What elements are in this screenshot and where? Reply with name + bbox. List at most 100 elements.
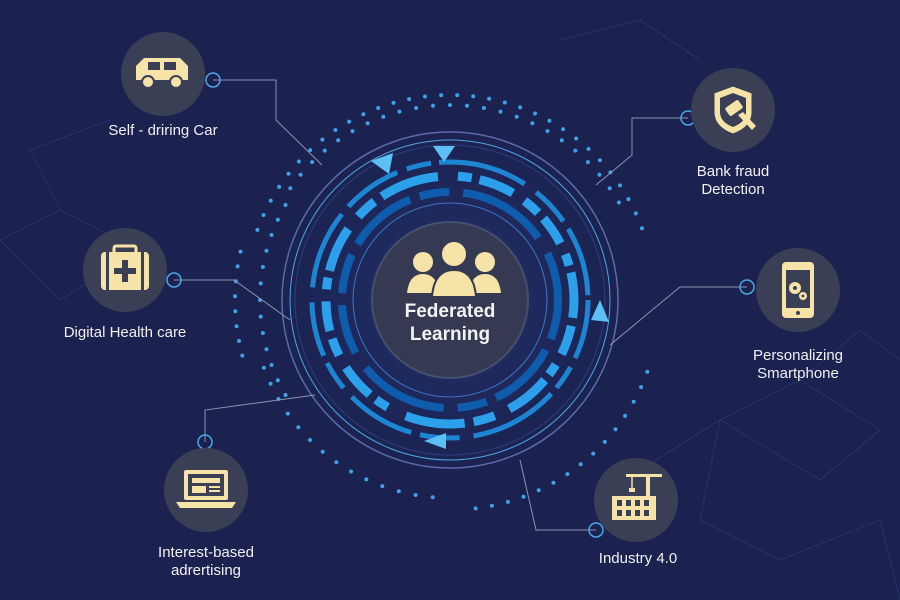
arc-dot <box>396 489 401 494</box>
arc-dot <box>439 93 444 98</box>
arc-dot <box>296 425 301 430</box>
arc-dot <box>639 385 644 390</box>
arc-dot <box>334 460 339 465</box>
arc-dot <box>473 506 478 511</box>
arc-dot <box>536 488 541 493</box>
arc-dot <box>616 200 621 205</box>
shield-fraud-icon <box>713 85 756 135</box>
arc-dot <box>397 109 402 114</box>
arc-dot <box>286 171 291 176</box>
arrow-markers <box>371 146 609 449</box>
arc-dot <box>591 451 596 456</box>
arc-dot <box>264 347 269 352</box>
arc-dot <box>269 363 274 367</box>
label-digital-health: Digital Health care <box>45 324 205 342</box>
arc-dot <box>261 365 266 370</box>
arc-dot <box>471 94 476 99</box>
arc-dot <box>391 100 396 105</box>
connector-health <box>174 279 291 321</box>
connector-bank <box>595 117 688 186</box>
factory-crane-icon <box>612 474 662 520</box>
arc-dot <box>455 93 460 98</box>
arc-dot <box>521 494 526 499</box>
arc-dot <box>233 294 237 299</box>
arrow-top-left-icon <box>371 153 393 174</box>
arc-dot <box>233 309 238 314</box>
label-ads-line-2: adrertising <box>170 562 242 579</box>
arc-dot <box>498 109 503 114</box>
arc-dot <box>547 118 552 123</box>
arc-dot <box>365 121 370 126</box>
arc-dot <box>275 378 280 383</box>
label-health-line-1: Digital Health care <box>63 324 187 341</box>
label-bank-line-2: Detection <box>701 181 765 198</box>
arc-dot <box>322 148 327 153</box>
connector-ads <box>204 394 316 442</box>
arc-dot <box>264 248 269 253</box>
arc-dot <box>578 462 583 467</box>
arc-dot <box>283 203 288 207</box>
connector-car <box>213 79 323 166</box>
people-group-icon <box>407 240 501 298</box>
arc-dot <box>381 114 386 119</box>
arc-dot <box>561 127 566 132</box>
arc-dot <box>347 119 352 124</box>
center-title-line-1: Federated <box>404 301 496 322</box>
arc-dot <box>260 331 265 335</box>
segmented-ring-outer <box>309 159 591 441</box>
arc-dot <box>597 158 602 163</box>
arc-dot <box>285 411 290 416</box>
dotted-arcs <box>233 93 650 511</box>
arc-dot <box>308 148 313 153</box>
arc-dot <box>234 324 239 329</box>
arc-dot <box>268 198 273 203</box>
arc-dot <box>310 160 315 165</box>
arc-dot <box>585 160 590 165</box>
arc-dot <box>380 484 385 489</box>
arrow-bottom-icon <box>424 433 446 449</box>
label-personalizing-smartphone: Personalizing Smartphone <box>736 347 860 383</box>
arc-dot <box>336 138 341 143</box>
arc-dot <box>565 472 570 477</box>
arc-dot <box>505 499 510 504</box>
arrow-top-icon <box>433 146 455 162</box>
arc-dot <box>361 112 366 117</box>
arc-dot <box>349 469 353 474</box>
arc-dot <box>586 146 591 151</box>
medical-kit-icon <box>101 244 149 290</box>
arc-dot <box>260 265 265 269</box>
label-self-driving-car: Self - driring Car <box>83 122 243 140</box>
arc-dot <box>238 249 243 254</box>
arc-dot <box>320 449 325 454</box>
car-icon <box>136 58 188 89</box>
arc-dot <box>298 172 303 177</box>
arc-dot <box>308 438 312 442</box>
arc-dot <box>268 381 273 386</box>
arc-dot <box>258 314 263 319</box>
connectors <box>174 79 747 531</box>
arc-dot <box>376 106 381 110</box>
arc-dot <box>465 103 469 108</box>
arc-dot <box>633 211 638 216</box>
arc-dot <box>235 264 240 269</box>
label-industry-line-1: Industry 4.0 <box>598 550 678 567</box>
arc-dot <box>626 197 631 202</box>
arc-dot <box>481 106 486 110</box>
arc-dot <box>607 186 612 191</box>
arc-dot <box>269 233 274 237</box>
arc-dot <box>350 129 355 134</box>
background-network <box>0 19 900 600</box>
arc-dot <box>551 480 556 485</box>
arc-dot <box>574 136 579 141</box>
arc-dot <box>530 121 535 126</box>
arc-dot <box>545 129 550 134</box>
connector-industry <box>519 459 596 531</box>
arc-dot <box>623 413 628 418</box>
arc-dot <box>364 477 369 482</box>
arc-dot <box>288 186 293 191</box>
label-industry: Industry 4.0 <box>578 550 698 568</box>
arc-dot <box>240 353 245 358</box>
arc-dot <box>448 103 452 107</box>
center-title-line-2: Learning <box>409 324 491 345</box>
arc-dot <box>533 111 537 116</box>
